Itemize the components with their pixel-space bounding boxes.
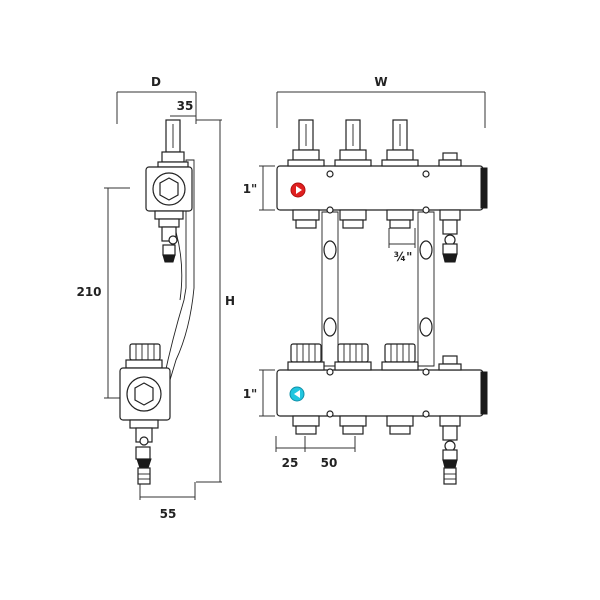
vertical-spacing-label: 210 xyxy=(76,285,101,299)
top-inlet-size-label: 1" xyxy=(243,182,258,196)
return-outlets xyxy=(292,415,414,435)
side-view: D 35 210 H 55 xyxy=(76,75,235,521)
valve-knobs xyxy=(287,343,419,371)
left-bracket xyxy=(321,211,339,367)
first-outlet-offset-label: 25 xyxy=(282,456,299,470)
front-view: W 1" 1" ¾" 25 50 xyxy=(243,75,488,485)
depth-label: D xyxy=(151,75,161,89)
right-bracket xyxy=(417,211,435,367)
supply-bar xyxy=(276,165,484,211)
flow-meters xyxy=(287,119,419,167)
top-offset-label: 35 xyxy=(177,99,194,113)
bottom-inlet-size-label: 1" xyxy=(243,387,258,401)
supply-outlets xyxy=(292,209,414,229)
return-bar xyxy=(276,369,484,417)
width-label: W xyxy=(374,75,387,89)
bottom-offset-label: 55 xyxy=(160,507,177,521)
height-label: H xyxy=(225,294,235,308)
outlet-size-label: ¾" xyxy=(394,250,413,264)
outlet-pitch-label: 50 xyxy=(321,456,338,470)
